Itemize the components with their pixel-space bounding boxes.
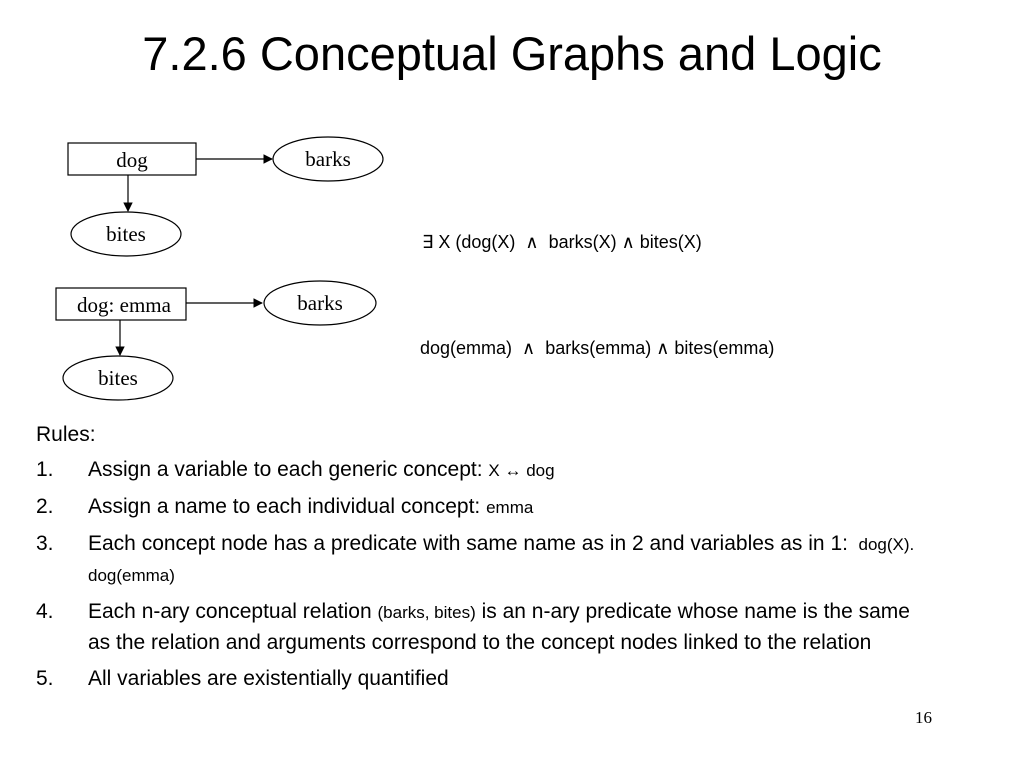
rule-number: 1. bbox=[36, 458, 54, 481]
rule-number: 2. bbox=[36, 495, 54, 518]
concept-node-dog-emma bbox=[55, 287, 187, 321]
rule-text: Assign a name to each individual concept… bbox=[88, 495, 487, 518]
rule-example: (barks, bites) bbox=[377, 603, 476, 622]
rules-list: 1. Assign a variable to each generic con… bbox=[36, 455, 936, 694]
rules-section: Rules: 1. Assign a variable to each gene… bbox=[36, 420, 936, 700]
rules-heading: Rules: bbox=[36, 423, 96, 446]
conceptual-graph-diagram: dog barks bites dog: emma barks bites bbox=[55, 136, 384, 401]
relation-label-bites: bites bbox=[106, 222, 146, 246]
formula-individual: dog(emma) ∧ barks(emma) ∧ bites(emma) bbox=[420, 338, 775, 358]
graph-individual: dog: emma barks bites bbox=[55, 280, 377, 401]
rule-example: dog(X). dog(emma) bbox=[88, 535, 920, 585]
rule-text: Each concept node has a predicate with s… bbox=[88, 532, 854, 555]
rule-text-continued: is an n-ary predicate whose name is the … bbox=[88, 600, 916, 654]
rule-item: 1. Assign a variable to each generic con… bbox=[36, 455, 936, 486]
relation-node-bites-2 bbox=[62, 355, 174, 401]
slide-title: 7.2.6 Conceptual Graphs and Logic bbox=[142, 27, 882, 80]
rule-example: emma bbox=[486, 498, 534, 517]
rule-number: 4. bbox=[36, 600, 54, 623]
page-number: 16 bbox=[915, 708, 932, 727]
concept-node-dog bbox=[67, 142, 197, 176]
relation-label-barks: barks bbox=[305, 147, 351, 171]
concept-label-dog-emma: dog: emma bbox=[77, 293, 172, 317]
rule-text: Each n-ary conceptual relation bbox=[88, 600, 378, 623]
graph-generic: dog barks bites bbox=[67, 136, 384, 257]
relation-label-barks-2: barks bbox=[297, 291, 343, 315]
relation-node-barks bbox=[272, 136, 384, 182]
rule-number: 3. bbox=[36, 532, 54, 555]
relation-node-bites bbox=[70, 211, 182, 257]
rule-text: Assign a variable to each generic concep… bbox=[88, 458, 489, 481]
rule-item: 2. Assign a name to each individual conc… bbox=[36, 492, 936, 523]
rule-item: 4. Each n-ary conceptual relation (barks… bbox=[36, 597, 936, 658]
relation-node-barks-2 bbox=[263, 280, 377, 326]
rule-text: All variables are existentially quantifi… bbox=[88, 667, 449, 690]
formula-generic: ∃ X (dog(X) ∧ barks(X) ∧ bites(X) bbox=[422, 232, 702, 252]
rule-item: 5. All variables are existentially quant… bbox=[36, 664, 936, 694]
concept-label-dog: dog bbox=[116, 148, 148, 172]
rule-number: 5. bbox=[36, 667, 54, 690]
rule-item: 3. Each concept node has a predicate wit… bbox=[36, 529, 936, 591]
relation-label-bites-2: bites bbox=[98, 366, 138, 390]
rule-example: X ↔ dog bbox=[488, 461, 555, 480]
